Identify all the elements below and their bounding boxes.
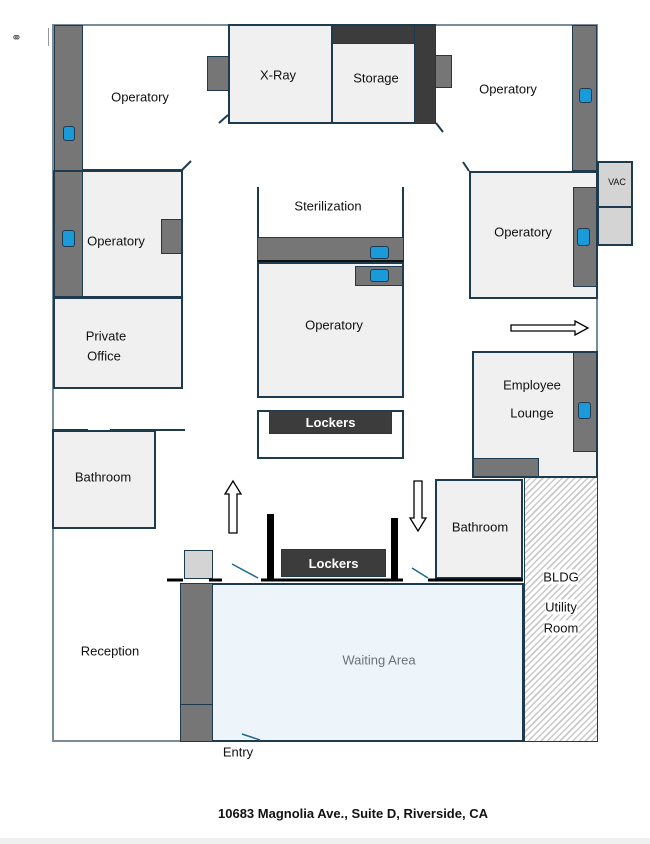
room-private-office-label-2: Office [87,348,121,364]
lockers-front: Lockers [281,549,386,577]
cursor-bar [48,28,49,46]
equipment [184,550,213,579]
door [462,161,470,172]
door [181,160,192,171]
bottom-strip [0,838,650,844]
room-bathroom-left [52,430,156,529]
equipment [161,219,182,254]
sink-icon [370,269,389,282]
lockers-center: Lockers [269,410,392,434]
door [411,567,429,579]
room-employee-lounge-label-1: Employee [503,377,561,393]
room-bathroom-right-label: Bathroom [451,519,509,535]
arrow-right-icon [510,319,590,337]
room-operatory-top-left: Operatory [111,89,169,105]
partition-post [391,518,398,581]
room-employee-lounge-label-2: Lounge [510,405,554,421]
entry-label: Entry [222,744,254,760]
vac-room [597,161,633,246]
bldg-label-3: Room [543,620,579,636]
partition-post [267,514,274,581]
sink-icon [579,88,592,103]
room-private-office [53,297,183,389]
entry-door [241,733,261,741]
room-bathroom-right [435,479,523,579]
reception-desk [180,704,213,742]
sink-icon [577,228,590,246]
counter [473,458,539,477]
arrow-down-icon [408,480,428,533]
sink-icon [578,402,591,419]
arrow-up-icon [223,479,243,534]
room-sterilization-label: Sterilization [294,198,362,214]
room-operatory-right-label: Operatory [494,224,552,240]
sink-icon [63,126,75,141]
room-waiting-area-label: Waiting Area [342,652,416,668]
room-sterilization [257,187,404,239]
bldg-label-1: BLDG [543,569,579,585]
sink-icon [62,230,75,247]
room-reception-label: Reception [80,643,140,659]
counter [54,25,83,171]
room-operatory-top-right: Operatory [479,81,537,97]
room-operatory-center-label: Operatory [305,317,363,333]
room-bathroom-left-label: Bathroom [74,469,132,485]
vac-divider [597,206,633,208]
door [435,122,444,133]
equipment [435,55,452,88]
door [231,563,259,579]
room-xray-label: X-Ray [259,67,297,83]
room-waiting-area [211,583,524,742]
door [218,114,229,124]
sink-icon [370,246,389,259]
room-storage-label: Storage [353,70,399,86]
room-operatory-left-label: Operatory [87,233,145,249]
vac-label: VAC [608,177,626,187]
copilot-icon[interactable]: ⚭ [11,30,22,45]
room-private-office-label-1: Private [85,328,127,344]
address-title: 10683 Magnolia Ave., Suite D, Riverside,… [218,806,488,821]
bldg-label-2: Utility [545,599,577,615]
